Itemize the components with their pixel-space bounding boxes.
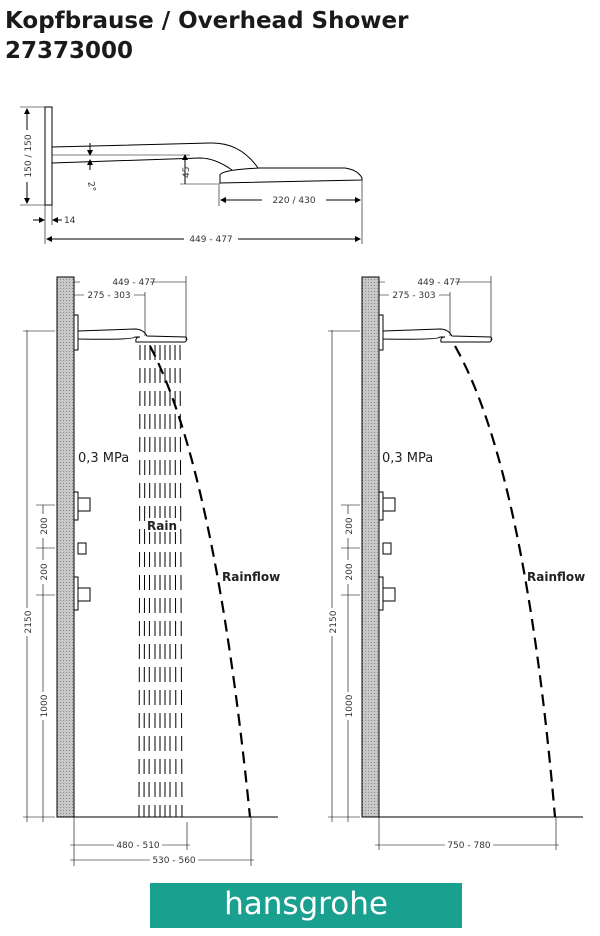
dim-drop: 45 (182, 167, 192, 178)
pressure-label: 0,3 MPa (78, 451, 129, 466)
rainflow-label: Rainflow (527, 570, 585, 584)
shower-arm (77, 328, 188, 343)
left-view-labels: 449 - 477 275 - 303 0,3 MPa Rain Rainflo… (21, 276, 280, 866)
rain-installation-drawing (23, 276, 278, 866)
dim-height: 2150 (329, 610, 339, 633)
shower-arm-bottom (51, 157, 233, 171)
shower-arm-top (51, 142, 259, 169)
dim-spacing-2: 200 (40, 563, 50, 580)
dim-plate-height: 150 / 150 (24, 134, 34, 177)
dim-rainflow-reach: 530 - 560 (152, 856, 196, 866)
rain-spray (138, 344, 183, 818)
dim-projection: 449 - 477 (417, 278, 460, 288)
rainflow-label: Rainflow (222, 570, 280, 584)
dim-total-projection: 449 - 477 (189, 235, 232, 245)
page-title: Kopfbrause / Overhead Shower (5, 8, 409, 34)
dim-angle: 2° (85, 181, 97, 193)
dim-head-length: 220 / 430 (272, 196, 315, 206)
article-number: 27373000 (5, 38, 134, 64)
dim-valve-height: 1000 (40, 694, 50, 717)
wall-plate (44, 106, 53, 206)
dim-rainflow-reach: 750 - 780 (447, 841, 491, 851)
wall (56, 276, 75, 818)
dim-rain-reach: 480 - 510 (116, 841, 160, 851)
dim-arm-projection: 275 - 303 (392, 291, 435, 301)
rainflow-curve (454, 345, 557, 818)
hansgrohe-logo: hansgrohe (150, 883, 462, 928)
dim-spacing-1: 200 (345, 517, 355, 534)
dim-height: 2150 (24, 610, 34, 633)
dim-projection: 449 - 477 (112, 278, 155, 288)
dim-valve-height: 1000 (345, 694, 355, 717)
dim-arm-projection: 275 - 303 (87, 291, 130, 301)
dim-spacing-2: 200 (345, 563, 355, 580)
rainflow-installation-drawing: 449 - 477 275 - 303 0,3 MPa Rainflow 215… (326, 276, 585, 851)
shower-head (219, 167, 363, 184)
rain-label: Rain (147, 519, 177, 533)
pressure-label: 0,3 MPa (382, 451, 433, 466)
dim-spacing-1: 200 (40, 517, 50, 534)
dim-plate-depth: 14 (64, 216, 76, 226)
valves (73, 491, 91, 611)
rainflow-curve (149, 345, 252, 818)
